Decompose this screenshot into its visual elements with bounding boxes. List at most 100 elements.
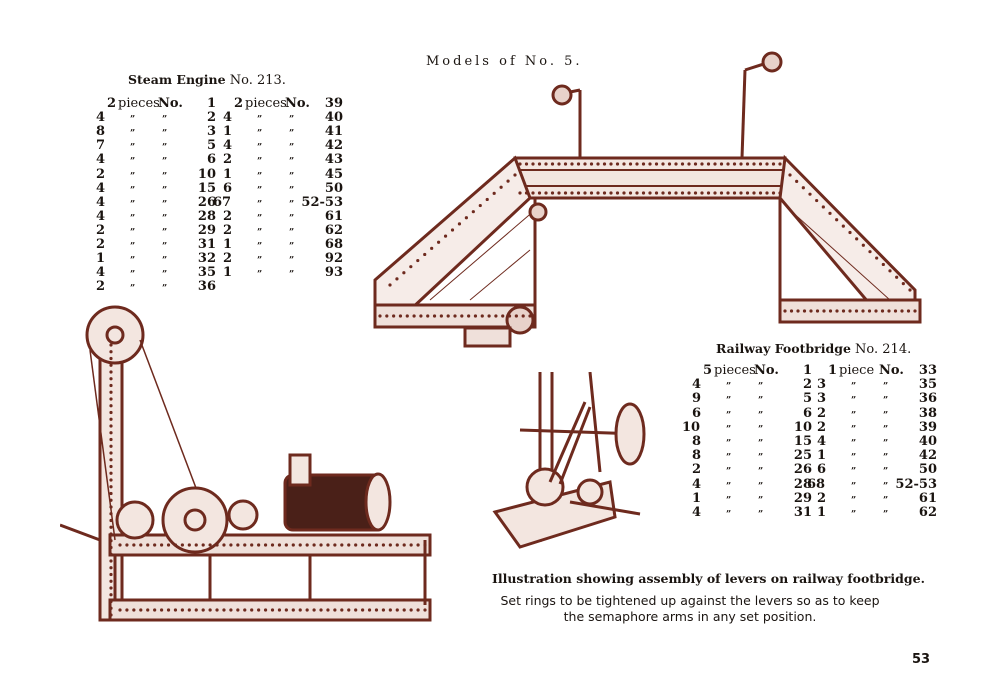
footbridge-name: Railway Footbridge xyxy=(716,341,851,356)
ditto-mark: ” xyxy=(162,227,168,238)
parts-row: 8””25 xyxy=(690,449,820,464)
ditto-mark: ” xyxy=(726,510,732,520)
hole-mark xyxy=(485,197,489,202)
parts-row: 2””10 xyxy=(94,166,224,182)
part-quantity: 4 xyxy=(692,505,702,520)
hole-mark xyxy=(361,608,365,612)
part-number: 68 xyxy=(324,237,343,252)
ditto-mark: ” xyxy=(726,382,732,393)
hole-mark xyxy=(726,162,730,166)
hole-mark xyxy=(109,525,113,529)
ditto-mark: ” xyxy=(289,213,295,224)
steam-engine-illustration xyxy=(60,305,432,622)
hole-mark xyxy=(854,309,859,313)
ditto-mark: ” xyxy=(289,256,295,267)
part-number: 50 xyxy=(324,180,343,196)
ditto-mark: ” xyxy=(130,171,136,182)
parts-row: 6””6 xyxy=(690,406,820,421)
hole-mark xyxy=(693,191,698,195)
hole-mark xyxy=(848,230,852,235)
part-number: 10 xyxy=(197,166,216,182)
ditto-mark: ” xyxy=(883,495,889,506)
hole-mark xyxy=(880,309,885,313)
part-quantity: 2 xyxy=(233,96,243,111)
hole-mark xyxy=(423,252,427,257)
hole-mark xyxy=(173,543,178,547)
hole-mark xyxy=(480,314,484,318)
part-number: 62 xyxy=(324,222,343,238)
part-no-label: No. xyxy=(754,363,779,378)
hole-mark xyxy=(602,191,607,195)
hole-mark xyxy=(602,162,607,166)
ditto-mark: ” xyxy=(883,510,889,520)
ditto-mark: ” xyxy=(726,481,732,492)
hole-mark xyxy=(109,586,113,590)
ditto-mark: ” xyxy=(726,410,732,421)
hole-mark xyxy=(109,552,113,556)
hole-mark xyxy=(215,608,219,612)
hole-mark xyxy=(109,518,113,523)
ditto-mark: ” xyxy=(883,410,889,421)
hole-mark xyxy=(887,309,891,313)
parts-row: 4””26 xyxy=(94,195,224,210)
ditto-mark: ” xyxy=(851,382,857,393)
parts-row: 1””62 xyxy=(815,506,945,521)
hole-mark xyxy=(312,543,316,547)
ditto-mark: ” xyxy=(257,270,263,281)
hole-mark xyxy=(215,543,219,547)
hole-mark xyxy=(263,608,268,612)
illustration-caption: Illustration showing assembly of levers … xyxy=(492,571,925,586)
hole-mark xyxy=(706,191,711,195)
part-quantity: 2 xyxy=(817,419,827,435)
hole-mark xyxy=(132,543,136,547)
hole-mark xyxy=(745,191,750,195)
steam-engine-title: Steam Engine No. 213. xyxy=(128,72,286,88)
ditto-mark: ” xyxy=(726,467,732,478)
hole-mark xyxy=(667,191,672,195)
ditto-mark: ” xyxy=(162,171,168,182)
part-quantity: 1 xyxy=(223,265,233,281)
ditto-mark: ” xyxy=(130,129,136,140)
ditto-mark: ” xyxy=(289,185,295,196)
hole-mark xyxy=(635,191,639,195)
hole-mark xyxy=(550,191,555,195)
hole-mark xyxy=(778,162,782,166)
hole-mark xyxy=(229,608,233,612)
part-number: 2 xyxy=(206,110,216,126)
part-quantity: 2 xyxy=(106,96,116,111)
hole-mark xyxy=(263,543,268,547)
part-unit: pieces xyxy=(118,96,160,111)
part-number: 29 xyxy=(793,490,812,506)
parts-row: 3””35 xyxy=(815,378,945,393)
ditto-mark: ” xyxy=(257,213,263,224)
hole-mark xyxy=(201,543,205,547)
part-quantity: 8 xyxy=(96,124,106,140)
part-quantity: 2 xyxy=(223,222,233,238)
part-quantity: 4 xyxy=(223,110,233,126)
hole-mark xyxy=(187,543,191,547)
parts-row: 2””92 xyxy=(221,252,351,267)
hole-mark xyxy=(524,191,529,195)
hole-mark xyxy=(381,608,386,612)
parts-row: 4””6 xyxy=(94,153,224,168)
hole-mark xyxy=(514,314,518,318)
part-number: 10 xyxy=(793,419,812,435)
parts-row: 4””2 xyxy=(690,378,820,393)
hole-mark xyxy=(467,314,471,318)
ditto-mark: ” xyxy=(162,157,168,168)
hole-mark xyxy=(109,613,113,617)
hole-mark xyxy=(719,162,724,166)
ditto-mark: ” xyxy=(851,439,857,449)
part-number: 29 xyxy=(197,222,216,238)
hole-mark xyxy=(109,512,113,516)
part-quantity: 2 xyxy=(223,208,233,224)
hole-mark xyxy=(771,191,776,195)
hole-mark xyxy=(888,269,892,273)
hole-mark xyxy=(109,505,113,509)
hole-mark xyxy=(222,608,226,612)
hole-mark xyxy=(109,498,113,502)
ditto-mark: ” xyxy=(758,424,764,435)
hole-mark xyxy=(109,593,113,597)
hole-mark xyxy=(347,543,351,547)
